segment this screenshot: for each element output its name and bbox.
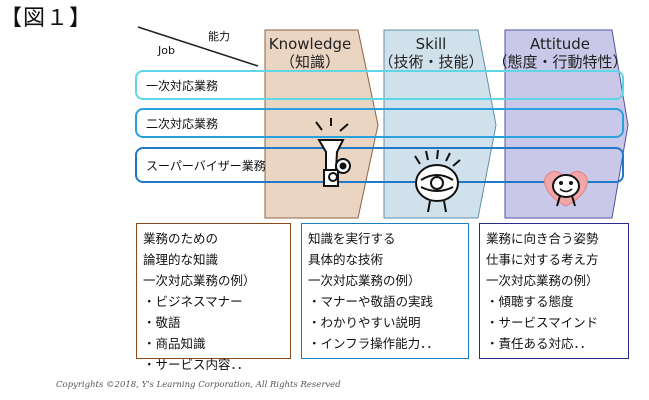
- row-bar-second-line: [135, 108, 624, 138]
- knowledge-column-shape: [264, 29, 379, 219]
- row-label-first-line: 一次対応業務: [146, 79, 219, 93]
- knowledge-line: 論理的な知識: [143, 252, 219, 267]
- skill-line: 一次対応業務の例）: [308, 273, 421, 288]
- knowledge-line: 業務のための: [143, 231, 219, 246]
- skill-subtitle: （技術・技能）: [378, 53, 484, 71]
- ability-label: 能力: [208, 30, 230, 43]
- row-bar-supervisor: [135, 147, 624, 183]
- heart-face-icon: [544, 171, 588, 207]
- skill-header: Skill （技術・技能）: [374, 35, 488, 71]
- copyright-notice: Copyrights ©2018, Y's Learning Corporati…: [56, 380, 341, 390]
- header-diagonal-line: [137, 26, 259, 67]
- skill-line: ・マナーや敬語の実践: [308, 294, 434, 309]
- attitude-line: ・傾聴する態度: [486, 294, 574, 309]
- knowledge-description-box: 業務のための 論理的な知識 一次対応業務の例） ・ビジネスマナー ・敬語 ・商品…: [136, 223, 291, 372]
- skill-column-shape: [383, 29, 497, 219]
- skill-title: Skill: [415, 35, 447, 53]
- head-with-gear-icon: [414, 149, 461, 213]
- lightbulb-icon: [315, 118, 351, 187]
- row-label-supervisor: スーパーバイザー業務: [146, 159, 266, 173]
- attitude-line: 仕事に対する考え方: [486, 252, 599, 267]
- attitude-subtitle: （態度・行動特性）: [492, 53, 628, 71]
- knowledge-line: ・敬語: [143, 315, 181, 330]
- attitude-title: Attitude: [529, 35, 591, 53]
- knowledge-header: Knowledge （知識）: [262, 35, 358, 71]
- skill-line: 具体的な技術: [308, 252, 384, 267]
- attitude-line: ・責任ある対応．．: [486, 336, 593, 351]
- knowledge-line: ・サービス内容．．: [143, 357, 250, 372]
- knowledge-subtitle: （知識）: [279, 53, 340, 71]
- skill-line: 知識を実行する: [308, 231, 396, 246]
- attitude-line: 一次対応業務の例）: [486, 273, 599, 288]
- skill-line: ・インフラ操作能力．．: [308, 336, 439, 351]
- row-bar-first-line: [135, 70, 624, 100]
- knowledge-line: ・ビジネスマナー: [143, 294, 243, 309]
- figure-label: 【図１】: [0, 6, 93, 31]
- knowledge-line: 一次対応業務の例）: [143, 273, 256, 288]
- attitude-column-shape: [504, 29, 629, 219]
- knowledge-line: ・商品知識: [143, 336, 206, 351]
- attitude-line: ・サービスマインド: [486, 315, 599, 330]
- skill-description-box: 知識を実行する 具体的な技術 一次対応業務の例） ・マナーや敬語の実践 ・わかり…: [301, 223, 469, 359]
- row-label-second-line: 二次対応業務: [146, 117, 219, 131]
- attitude-line: 業務に向き合う姿勢: [486, 231, 599, 246]
- knowledge-title: Knowledge: [268, 35, 352, 53]
- skill-line: ・わかりやすい説明: [308, 315, 421, 330]
- attitude-header: Attitude （態度・行動特性）: [490, 35, 630, 71]
- job-label: Job: [158, 44, 175, 57]
- attitude-description-box: 業務に向き合う姿勢 仕事に対する考え方 一次対応業務の例） ・傾聴する態度 ・サ…: [479, 223, 629, 359]
